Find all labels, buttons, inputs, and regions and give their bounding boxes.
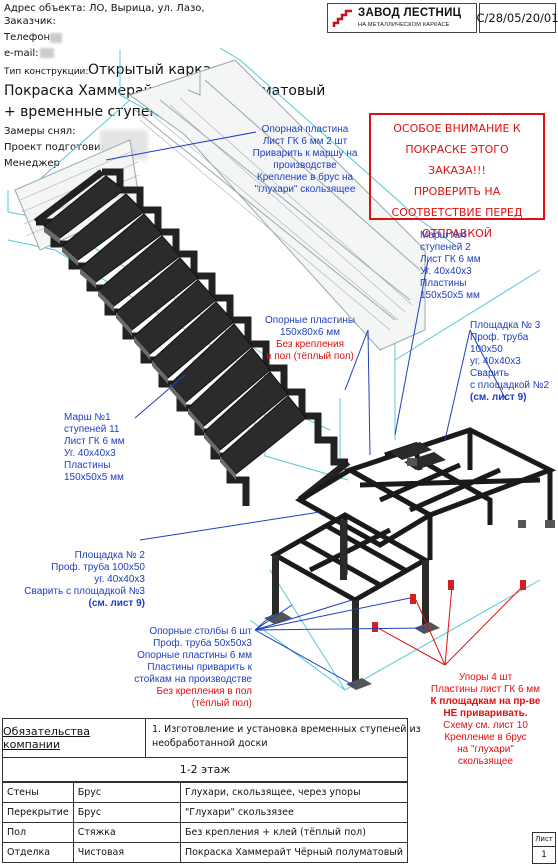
- red-leaders: [377, 585, 524, 666]
- spec-mount: Без крепления + клей (тёплый пол): [179, 822, 409, 843]
- obligations-label: Обязательства компании: [3, 725, 91, 751]
- customer-label: Заказчик:: [4, 16, 56, 27]
- phone-label: Телефон:: [4, 32, 54, 43]
- spec-material: Брус: [72, 802, 181, 823]
- spec-table: Стены Брус Глухари, скользящее, через уп…: [2, 782, 409, 863]
- note-stops: Упоры 4 шт Пластины лист ГК 6 мм К площа…: [430, 672, 541, 767]
- spec-row: Стены Брус Глухари, скользящее, через уп…: [2, 782, 409, 803]
- address-value: ЛО, Вырица, ул. Лазо,: [88, 3, 205, 14]
- spec-name: Пол: [2, 822, 74, 843]
- paint-line-2: + временные ступени: [4, 104, 168, 120]
- landing-3-frame: [343, 427, 557, 560]
- spec-name: Стены: [2, 782, 74, 803]
- landing-3-plates: [407, 458, 555, 528]
- address-label: Адрес объекта:: [4, 3, 86, 14]
- logo-title: ЗАВОД ЛЕСТНИЦ: [358, 7, 462, 19]
- march-1-steps: [43, 175, 307, 475]
- spec-mount: Глухари, скользящее, через упоры: [179, 782, 409, 803]
- spec-row: Отделка Чистовая Покраска Хаммерайт Чёрн…: [2, 842, 409, 863]
- spec-material: Чистовая: [72, 842, 181, 863]
- company-logo: ЗАВОД ЛЕСТНИЦ НА МЕТАЛЛИЧЕСКОМ КАРКАСЕ: [327, 3, 477, 33]
- spec-row: Перекрытие Брус "Глухари" скользязее: [2, 802, 409, 823]
- post-plates: [264, 612, 440, 690]
- drawing-code: С/28/05/20/01: [476, 3, 558, 33]
- email-redacted: [40, 48, 54, 58]
- obligations-label-cell: Обязательства компании: [2, 718, 146, 758]
- spec-mount: Покраска Хаммерайт Чёрный полуматовый: [179, 842, 409, 863]
- spec-row: Пол Стяжка Без крепления + клей (тёплый …: [2, 822, 409, 843]
- construction-value: Открытый каркас: [88, 62, 219, 78]
- sheet-number: 1: [541, 850, 547, 860]
- warning-line-2: ПОКРАСКЕ ЭТОГО ЗАКАЗА!!!: [405, 143, 509, 177]
- spec-name: Отделка: [2, 842, 74, 863]
- construction-label: Тип конструкции:: [4, 67, 89, 77]
- obligations-text-2: необработанной доски: [152, 738, 268, 749]
- note-posts: Опорные столбы 6 шт Проф. труба 50х50х3 …: [134, 626, 252, 709]
- march-1-step-fronts: [44, 226, 236, 480]
- phone-redacted: [50, 33, 62, 43]
- measured-label: Замеры снял:: [4, 126, 76, 137]
- email-label: e-mail:: [4, 48, 39, 59]
- spec-name: Перекрытие: [2, 802, 74, 823]
- logo-subtitle: НА МЕТАЛЛИЧЕСКОМ КАРКАСЕ: [358, 22, 450, 28]
- spec-material: Брус: [72, 782, 181, 803]
- project-label: Проект подготовил:: [4, 142, 111, 153]
- manager-label: Менеджер: [4, 158, 60, 169]
- warning-line-1: ОСОБОЕ ВНИМАНИЕ К: [393, 122, 521, 135]
- spec-material: Стяжка: [72, 822, 181, 843]
- landing-2-posts: [272, 520, 429, 685]
- warning-line-5: ОТПРАВКОЙ: [421, 227, 493, 240]
- sheet-box: Лист 1: [532, 832, 556, 864]
- warning-line-3: ПРОВЕРИТЬ НА: [413, 185, 501, 198]
- stop-markers: [372, 580, 526, 632]
- stairs-logo-icon: [332, 9, 352, 27]
- address-line: Адрес объекта: ЛО, Вырица, ул. Лазо,: [4, 3, 205, 15]
- floor-title-cell: 1-2 этаж: [2, 758, 408, 782]
- obligations-text-cell: 1. Изготовление и установка временных ст…: [146, 718, 421, 758]
- note-support-plates: Опорные пластины 150х80х6 мм Без креплен…: [264, 315, 356, 362]
- warning-line-4: СООТВЕТСТВИЕ ПЕРЕД: [391, 206, 523, 219]
- spec-mount: "Глухари" скользязее: [179, 802, 409, 823]
- obligations-text-1: 1. Изготовление и установка временных ст…: [152, 724, 421, 735]
- floor-title: 1-2 этаж: [179, 763, 231, 776]
- stair-drawing: [7, 47, 557, 691]
- warning-box: ОСОБОЕ ВНИМАНИЕ К ПОКРАСКЕ ЭТОГО ЗАКАЗА!…: [369, 113, 545, 240]
- sheet-label: Лист: [533, 833, 555, 847]
- blue-leaders: [105, 131, 507, 687]
